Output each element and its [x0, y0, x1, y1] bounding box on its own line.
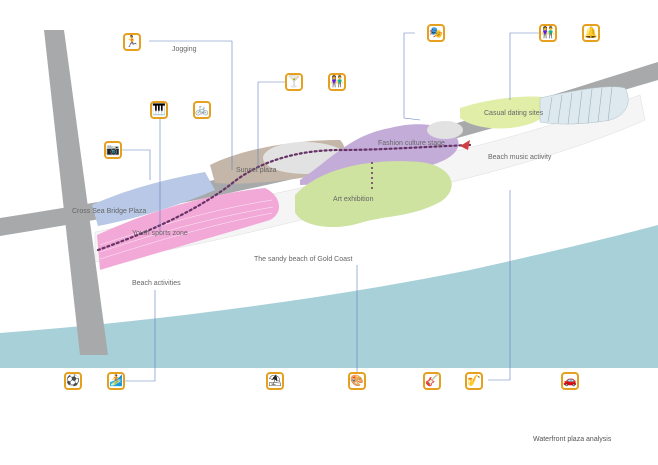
- casual-dating-zone: [460, 96, 551, 129]
- couple-icon: 👫: [328, 73, 346, 91]
- figure-caption: Waterfront plaza analysis: [533, 436, 612, 443]
- leader-lines: [122, 32, 548, 382]
- couple-icon: 👫: [539, 24, 557, 42]
- surfer-icon: 🏄: [107, 372, 125, 390]
- label-casual-dating: Casual dating sites: [484, 110, 544, 117]
- stage-mound: [427, 121, 463, 139]
- label-sunset-plaza: Sunset plaza: [236, 167, 277, 174]
- label-youth-sports: Youth sports zone: [132, 230, 188, 237]
- performer-icon: 🎭: [427, 24, 445, 42]
- label-cross-sea-bridge: Cross Sea Bridge Plaza: [72, 208, 147, 215]
- bridge-plaza-zone: [92, 172, 215, 226]
- sculpture-icon: 🎨: [348, 372, 366, 390]
- label-jogging: Jogging: [172, 46, 197, 53]
- label-beach-music: Beach music activity: [488, 154, 552, 161]
- label-fashion-culture: Fashion culture stage: [378, 140, 445, 147]
- cyclist-icon: 🚲: [193, 101, 211, 119]
- label-art-exhibition: Art exhibition: [333, 196, 374, 203]
- drink-icon: 🍸: [285, 73, 303, 91]
- label-beach-activities: Beach activities: [132, 280, 181, 287]
- youth-sports-zone: [97, 188, 280, 270]
- runner-icon: 🏃: [123, 33, 141, 51]
- pink-zone-contours: [99, 199, 274, 260]
- car-icon: 🚗: [561, 372, 579, 390]
- football-icon: ⚽: [64, 372, 82, 390]
- vertical-road: [44, 30, 108, 355]
- musician-icon: 🎷: [465, 372, 483, 390]
- piano-icon: 🎹: [150, 101, 168, 119]
- art-exhibition-zone: [295, 161, 452, 228]
- guitar-icon: 🎸: [423, 372, 441, 390]
- path-arrow: [460, 140, 470, 150]
- label-gold-coast-beach: The sandy beach of Gold Coast: [254, 256, 353, 263]
- sea-area: [0, 225, 658, 368]
- jogging-path: [96, 143, 472, 252]
- bell-icon: 🔔: [582, 24, 600, 42]
- umbrella-icon: ⛱: [266, 372, 284, 390]
- camera-icon: 📷: [104, 141, 122, 159]
- pier-structure: [539, 86, 629, 125]
